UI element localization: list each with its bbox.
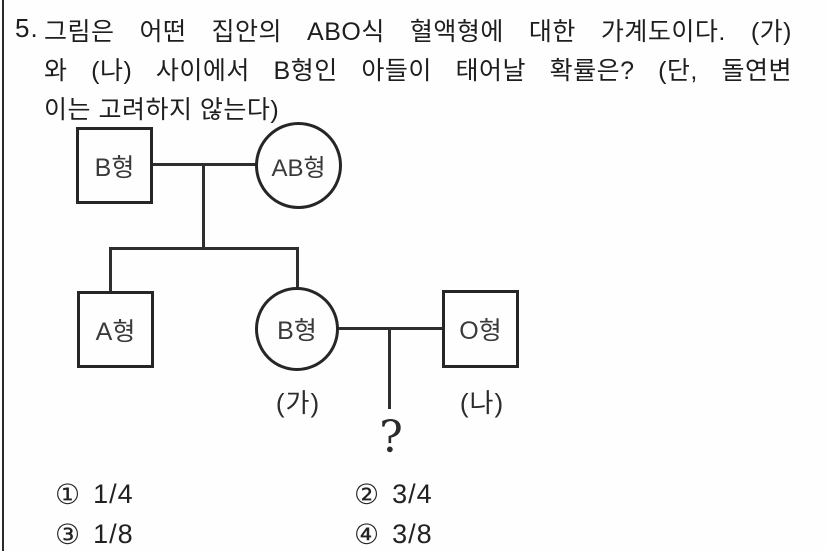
question-line-2: 와 (나) 사이에서 B형인 아들이 태어날 확률은? (단, 돌연변 bbox=[44, 57, 792, 85]
choice-1[interactable]: ① 1/4 bbox=[55, 478, 134, 511]
tag-na: (나) bbox=[459, 388, 505, 418]
question-line-3: 이는 고려하지 않는다) bbox=[44, 96, 280, 124]
choice-2-value: 3/4 bbox=[392, 479, 433, 509]
pedigree-male-b-type: B형 bbox=[76, 127, 153, 204]
pedigree-sibling-bar bbox=[109, 247, 299, 250]
pedigree-male-o-type-na: O형 bbox=[442, 290, 519, 368]
question-text: 그림은 어떤 집안의 ABO식 혈액형에 대한 가계도이다. (가) 와 (나)… bbox=[44, 13, 792, 130]
blood-type-label: O형 bbox=[459, 317, 502, 345]
choice-2[interactable]: ② 3/4 bbox=[354, 478, 433, 511]
pedigree-female-ab-type: AB형 bbox=[255, 122, 342, 209]
pedigree-descent-line-gen1 bbox=[202, 163, 205, 250]
tag-ga: (가) bbox=[275, 388, 321, 418]
pedigree-drop-line-daughter-b bbox=[296, 247, 299, 290]
pedigree-descent-line-offspring bbox=[388, 327, 391, 409]
blood-type-label: B형 bbox=[277, 317, 317, 345]
choice-1-value: 1/4 bbox=[93, 479, 134, 509]
question-line-1: 그림은 어떤 집안의 ABO식 혈액형에 대한 가계도이다. (가) bbox=[44, 18, 792, 46]
choice-1-marker: ① bbox=[55, 479, 81, 510]
choice-4-marker: ④ bbox=[354, 519, 380, 550]
blood-type-label: AB형 bbox=[271, 155, 326, 182]
blood-type-label: A형 bbox=[95, 317, 136, 346]
choice-4[interactable]: ④ 3/8 bbox=[354, 518, 433, 551]
choice-3-marker: ③ bbox=[55, 519, 81, 550]
pedigree-female-b-type-ga: B형 bbox=[255, 287, 339, 371]
choice-4-value: 3/8 bbox=[392, 519, 433, 549]
pedigree-drop-line-son-a bbox=[109, 247, 112, 293]
blood-type-label: B형 bbox=[94, 153, 135, 182]
choice-3[interactable]: ③ 1/8 bbox=[55, 518, 134, 551]
pedigree-male-a-type: A형 bbox=[77, 291, 154, 368]
offspring-question-mark: ? bbox=[379, 412, 403, 463]
page-left-border-rule bbox=[2, 0, 4, 551]
question-number: 5. bbox=[15, 13, 39, 43]
choice-3-value: 1/8 bbox=[93, 519, 134, 549]
choice-2-marker: ② bbox=[354, 479, 380, 510]
